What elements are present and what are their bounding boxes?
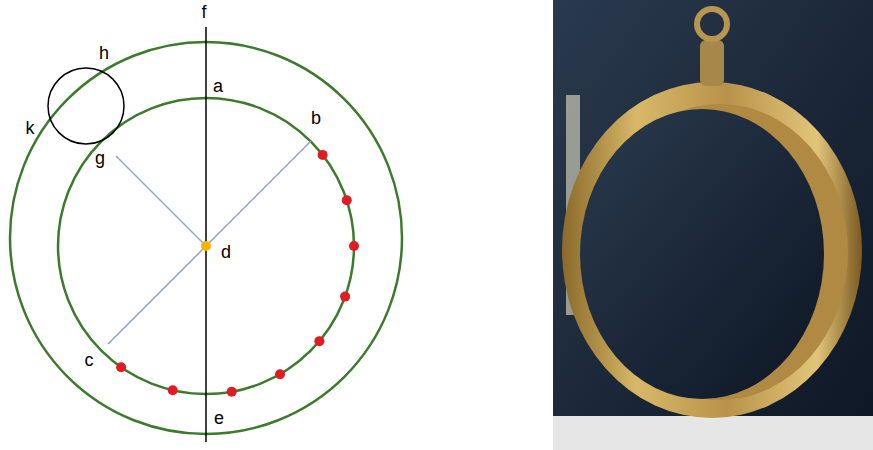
point-label: g — [95, 149, 105, 167]
red-dot — [318, 150, 328, 160]
red-dot — [342, 195, 352, 205]
point-label: c — [85, 351, 94, 369]
point-label: e — [214, 409, 224, 427]
red-dots — [116, 150, 359, 397]
center-dot — [201, 241, 211, 251]
pedestal — [553, 416, 873, 450]
red-dot — [116, 362, 126, 372]
point-label: h — [99, 44, 109, 62]
ring-opening — [580, 109, 824, 399]
red-dot — [168, 385, 178, 395]
point-label: d — [221, 243, 231, 261]
point-label: a — [213, 77, 223, 95]
red-dot — [349, 241, 359, 251]
radius-line — [116, 156, 206, 246]
point-label: b — [311, 109, 321, 127]
red-dot — [227, 387, 237, 397]
red-dot — [314, 336, 324, 346]
vertical-axis — [205, 27, 207, 442]
hanger-ring — [697, 9, 727, 39]
brass-ring-photo — [553, 0, 873, 450]
hanger-stem — [700, 40, 724, 86]
point-label: k — [26, 119, 35, 137]
small-circle — [48, 68, 124, 144]
red-dot — [340, 292, 350, 302]
astrolabe-schematic — [10, 27, 402, 442]
point-label: f — [201, 3, 206, 21]
red-dot — [275, 369, 285, 379]
diameter-line — [108, 141, 311, 344]
photo-background — [553, 0, 873, 450]
ring-outer — [562, 82, 862, 418]
